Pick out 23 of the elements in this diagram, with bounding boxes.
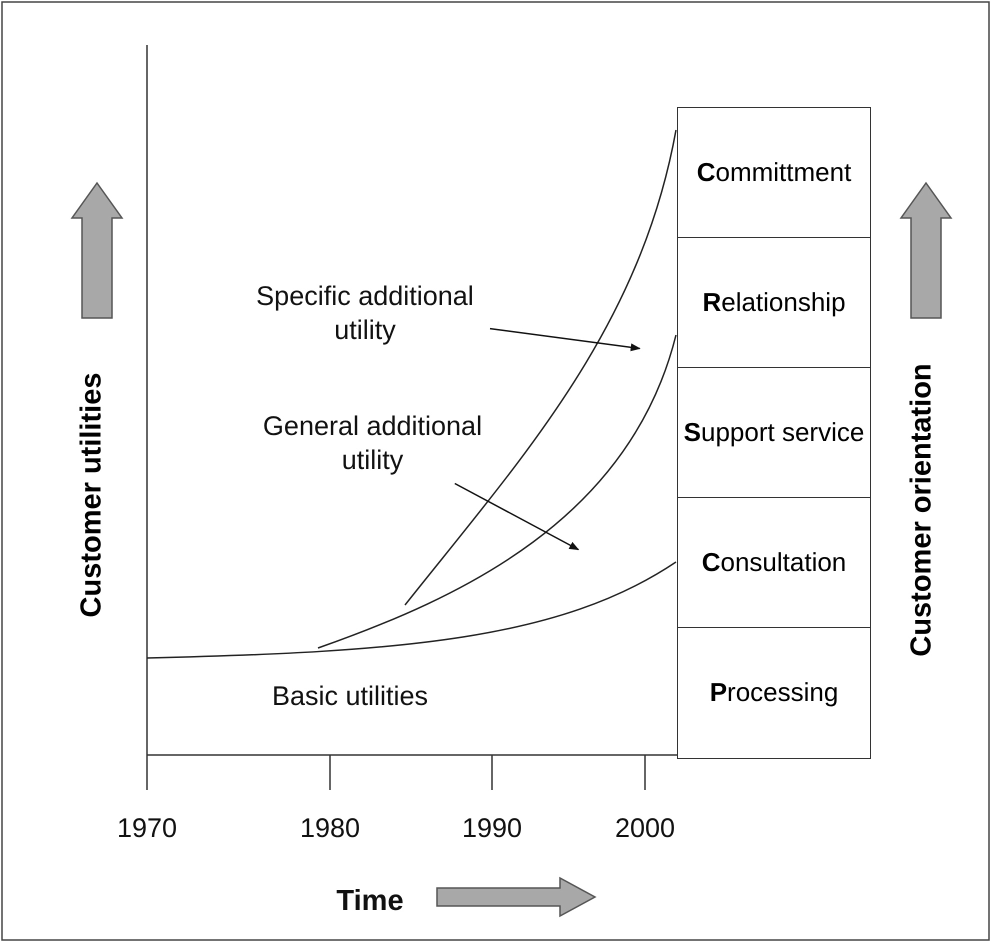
basic-utility-curve <box>146 561 676 659</box>
axis-title: Time <box>335 884 405 919</box>
stage-box <box>677 367 871 498</box>
stage-box <box>677 107 871 238</box>
region-label: Basic utilities <box>270 680 430 713</box>
stage-box <box>677 497 871 628</box>
stage-label: Committment <box>696 157 852 188</box>
stage-label: Consultation <box>702 547 846 578</box>
leader-arrow <box>454 482 580 550</box>
axis-title: Customer utilities <box>76 372 108 618</box>
leader-arrow <box>490 328 641 352</box>
stage-label: Processing <box>710 677 838 708</box>
annotation-text: Specific additional utility <box>250 280 480 348</box>
stage-label: Support service <box>684 417 864 448</box>
stage-label: Relationship <box>702 287 846 318</box>
stage-box <box>677 237 871 368</box>
year-label: 1970 <box>116 812 178 845</box>
stage-box <box>677 627 871 758</box>
year-label: 1990 <box>460 812 524 845</box>
axis-title: Customer orientation <box>906 363 938 657</box>
year-label: 2000 <box>614 812 676 845</box>
year-label: 1980 <box>298 812 362 845</box>
annotation-text: General additional utility <box>255 410 490 478</box>
